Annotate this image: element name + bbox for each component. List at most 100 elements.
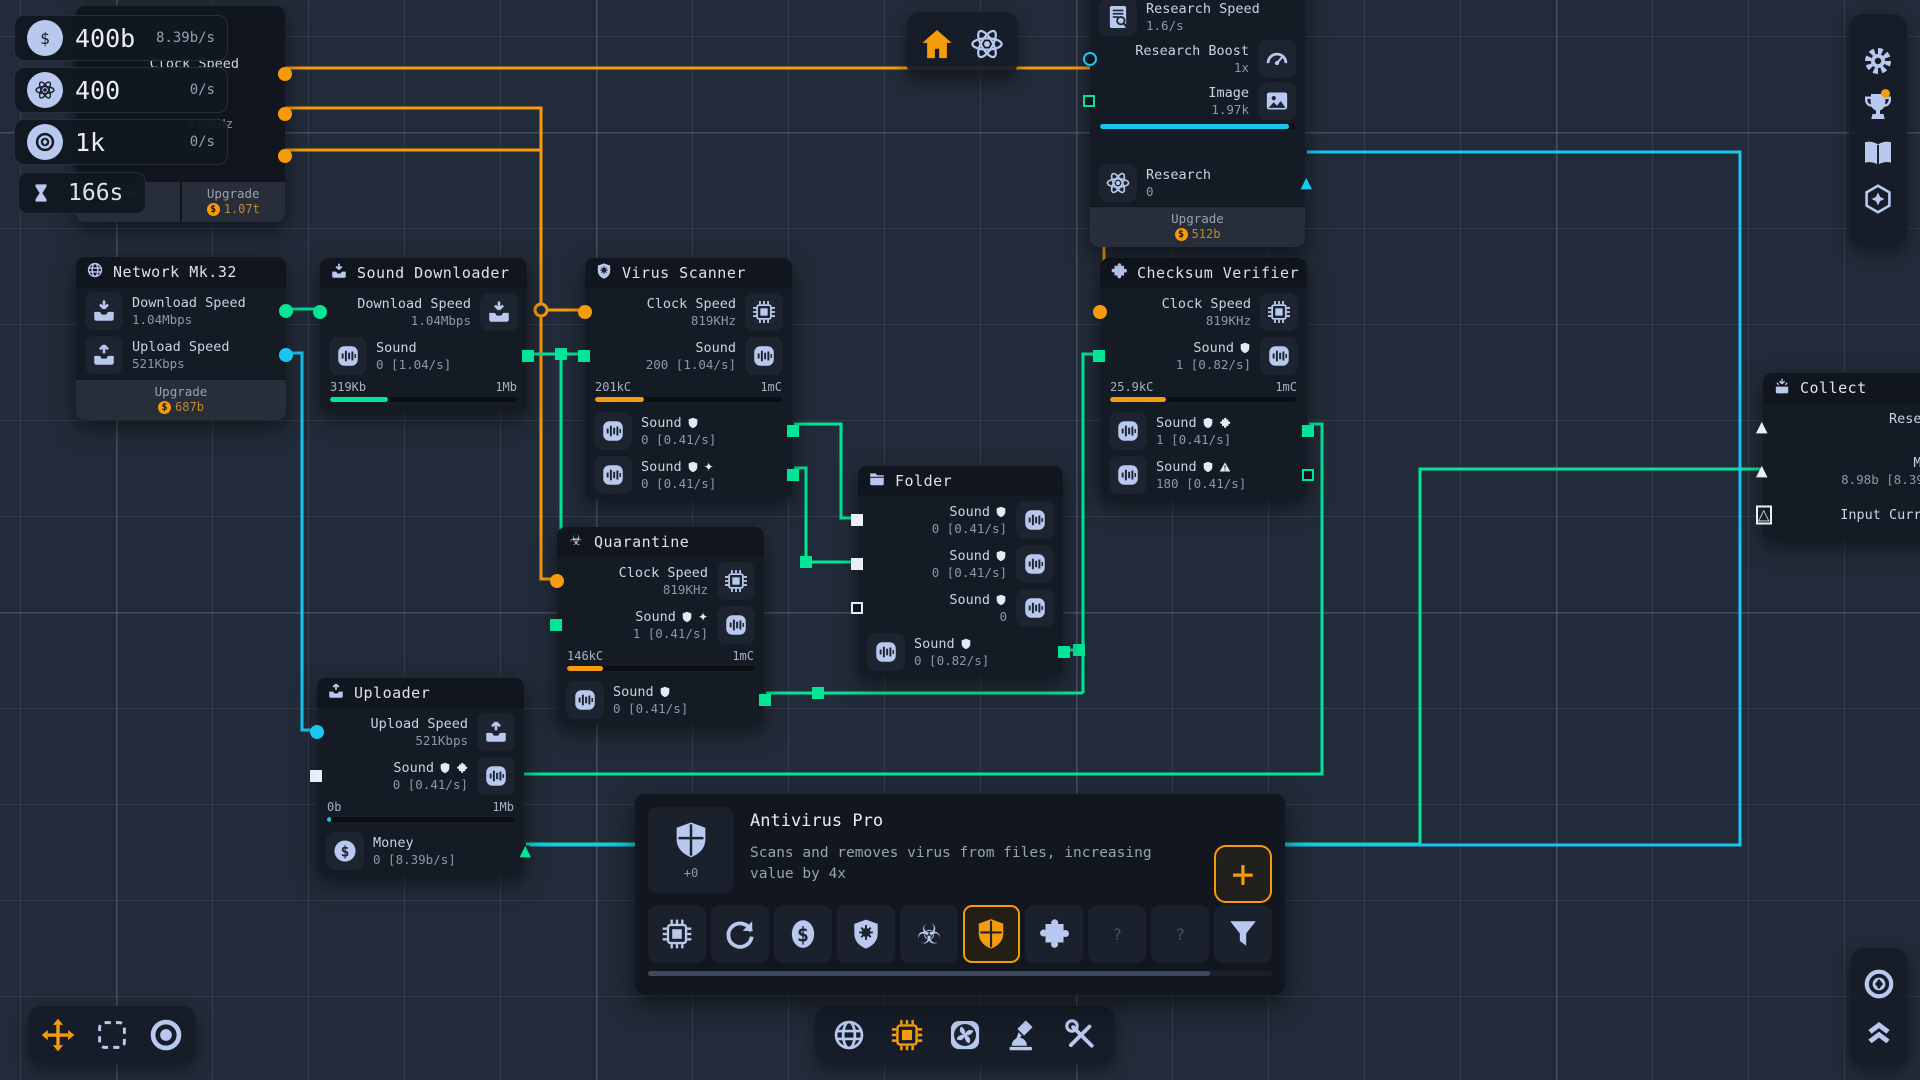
node-row: Sound✦1 [0.41/s] [550, 603, 764, 647]
target-button[interactable] [1862, 967, 1896, 1001]
book-button[interactable] [1862, 137, 1894, 169]
download-icon-chip [480, 293, 518, 331]
chevrons-button[interactable] [1862, 1013, 1896, 1047]
shop-item-biohazard[interactable]: ☣ [899, 905, 958, 963]
triangle-port-in[interactable]: ▲ [1756, 461, 1768, 480]
node-header[interactable]: Network Mk.32 [76, 257, 286, 287]
triangle-port-in[interactable]: △ [1756, 505, 1772, 525]
circle-port-out[interactable] [279, 304, 293, 318]
sound-icon-chip [1109, 456, 1147, 494]
shop-item-shieldplus[interactable] [962, 905, 1021, 963]
microscope-button[interactable] [1005, 1017, 1041, 1053]
square-port-in[interactable] [578, 350, 590, 362]
circle-port-out[interactable] [279, 348, 293, 362]
research-rate: 0/s [189, 82, 215, 98]
shop-item-funnel[interactable] [1214, 905, 1273, 963]
circle-port-in[interactable] [550, 574, 564, 588]
node-header[interactable]: Virus Scanner [585, 258, 792, 288]
circle-port[interactable] [278, 107, 292, 121]
row-label: Money [1913, 455, 1920, 471]
tools-button[interactable] [1063, 1017, 1099, 1053]
upgrade-button[interactable]: Upgrade$512b [1090, 207, 1305, 247]
circle-port[interactable] [278, 67, 292, 81]
cores-resource[interactable]: 1k 0/s [14, 119, 228, 165]
shop-item-question[interactable]: ? [1151, 905, 1210, 963]
buy-button[interactable]: + [1214, 845, 1272, 903]
square-port-in[interactable] [1093, 350, 1105, 362]
money-resource[interactable]: $ 400b 8.39b/s [14, 15, 228, 61]
node-title: Virus Scanner [622, 264, 746, 282]
square-port-out[interactable] [522, 350, 534, 362]
square-port-in[interactable] [1083, 95, 1095, 107]
square-port-out[interactable] [1302, 425, 1314, 437]
atom-button[interactable] [969, 26, 1005, 62]
node-header[interactable]: Sound Downloader [320, 258, 527, 288]
upgrade-button[interactable]: Upgrade$1.07t [181, 182, 285, 222]
square-port-in[interactable] [851, 558, 863, 570]
shop-scrollbar[interactable] [648, 971, 1272, 976]
circle-port-in[interactable] [313, 305, 327, 319]
node-header[interactable]: ☣Quarantine [557, 527, 764, 557]
shop-item-shieldvirus[interactable] [836, 905, 895, 963]
square-port-out[interactable] [759, 694, 771, 706]
marquee-button[interactable] [94, 1017, 130, 1053]
square-port-in[interactable] [851, 602, 863, 614]
cpu-button[interactable] [889, 1017, 925, 1053]
square-port-out[interactable] [1302, 469, 1314, 481]
triangle-port-out[interactable]: ▲ [519, 841, 531, 860]
home-button[interactable] [919, 26, 955, 62]
trophy-button[interactable] [1862, 89, 1894, 123]
circle-port-in[interactable] [1093, 305, 1107, 319]
square-port-in[interactable] [310, 770, 322, 782]
node-header[interactable]: Folder [858, 466, 1063, 496]
circle-port[interactable] [278, 149, 292, 163]
square-port-in[interactable] [550, 619, 562, 631]
shop-item-question[interactable]: ? [1088, 905, 1147, 963]
square-port-out[interactable] [787, 469, 799, 481]
triangle-port-out[interactable]: ▲ [1300, 173, 1312, 192]
shop-item-puzzle[interactable] [1025, 905, 1084, 963]
fan-button[interactable] [947, 1017, 983, 1053]
shield-badge [960, 638, 972, 650]
circle-port-in[interactable] [578, 305, 592, 319]
shop-item-cpu[interactable] [648, 905, 706, 963]
research-resource[interactable]: 400 0/s [14, 67, 228, 113]
square-port-in[interactable] [851, 514, 863, 526]
upgrade-button[interactable]: Upgrade$687b [76, 380, 286, 420]
timer[interactable]: 166s [18, 172, 146, 214]
shop-item-dollar[interactable]: $ [773, 905, 832, 963]
shop-item-refresh[interactable] [710, 905, 769, 963]
row-value: 1 [0.41/s] [1156, 432, 1232, 447]
square-port-out[interactable] [787, 425, 799, 437]
move-button[interactable] [40, 1017, 76, 1053]
node-header[interactable]: Checksum Verifier [1100, 258, 1307, 288]
square-port-out[interactable] [1058, 646, 1070, 658]
node-header[interactable]: Collect [1763, 373, 1920, 403]
hexsparkle-button[interactable] [1862, 183, 1894, 215]
lens-button[interactable] [148, 1017, 184, 1053]
triangle-port-in[interactable]: ▲ [1756, 417, 1768, 436]
node-header[interactable]: Uploader [317, 678, 524, 708]
circle-port-in[interactable] [310, 725, 324, 739]
gear-button[interactable] [1862, 45, 1894, 77]
shop-item-title: Antivirus Pro [750, 811, 884, 831]
node-title: Folder [895, 472, 953, 490]
sparkle-badge: ✦ [697, 610, 708, 624]
svg-text:☣: ☣ [569, 532, 582, 549]
globe-button[interactable] [831, 1017, 867, 1053]
circle-port-in[interactable] [1083, 52, 1097, 66]
